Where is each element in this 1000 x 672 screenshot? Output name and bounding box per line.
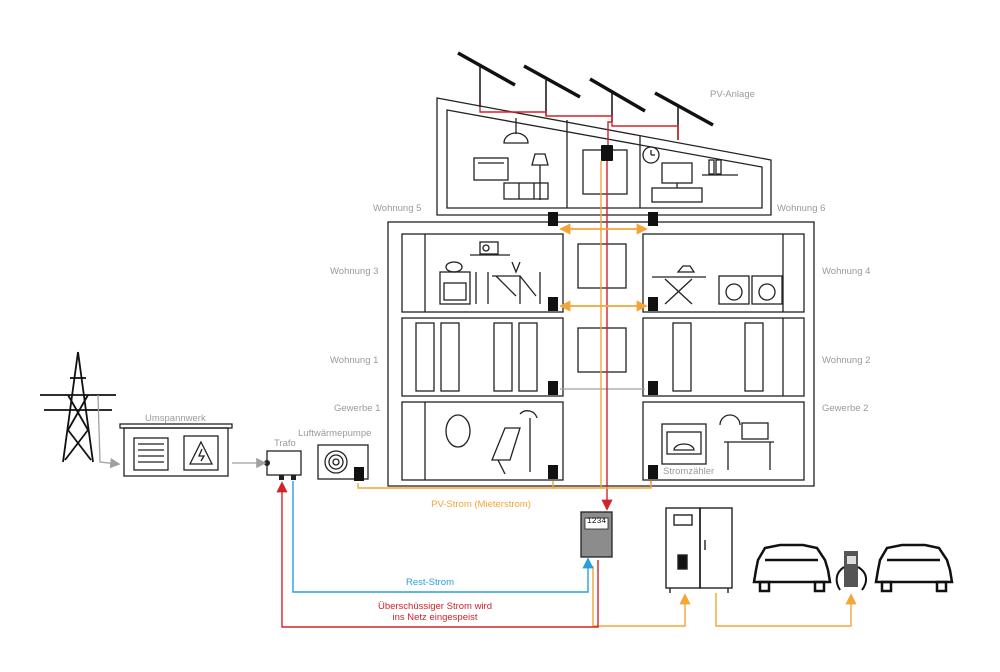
gewerbe-1-label: Gewerbe 1 (334, 403, 381, 414)
wohnung-4-label: Wohnung 4 (822, 266, 871, 277)
rest-strom-label: Rest-Strom (405, 577, 455, 588)
apartment-meters (548, 145, 658, 479)
wohnung-6-label: Wohnung 6 (777, 203, 826, 214)
ev-charger-icon (835, 551, 868, 591)
kitchen-furniture (439, 241, 541, 305)
car-icon (752, 543, 832, 593)
wohnung-3-label: Wohnung 3 (330, 266, 379, 277)
heat-pump-icon (317, 444, 369, 481)
pv-strom-line (357, 161, 857, 627)
pv-strom-label: PV-Strom (Mieterstrom) (431, 499, 531, 510)
car-icon (874, 543, 954, 593)
apartment-building (387, 97, 815, 487)
ueberschuss-label-line2: ins Netz eingespeist (392, 612, 478, 623)
trafo-label: Trafo (274, 438, 296, 449)
meter-display: 1234 (587, 517, 607, 526)
battery-storage-icon (665, 507, 733, 593)
bakery-furniture (661, 414, 774, 470)
rest-strom-line (292, 481, 594, 593)
stromzaehler-label: Stromzähler (663, 466, 715, 477)
solar-panel-icon (457, 51, 714, 140)
luftwaermepumpe-label: Luftwärmepumpe (298, 428, 372, 439)
power-pylon-icon (40, 351, 116, 463)
surplus-line (276, 481, 599, 628)
grid-power-line (97, 388, 645, 469)
office-chair-room (445, 410, 538, 475)
wohnung-2-label: Wohnung 2 (822, 355, 871, 366)
wohnung-5-label: Wohnung 5 (373, 203, 422, 214)
pv-red-wiring (479, 107, 679, 511)
pv-anlage-label: PV-Anlage (710, 89, 755, 100)
ueberschuss-label-line1: Überschüssiger Strom wird (377, 601, 493, 612)
windows (415, 322, 764, 392)
transformer-icon (264, 450, 302, 480)
office-furniture (642, 146, 738, 203)
wohnung-1-label: Wohnung 1 (330, 355, 379, 366)
substation-icon (119, 423, 233, 477)
laundry-furniture (652, 265, 783, 305)
electricity-meter-icon (580, 511, 613, 558)
living-room-furniture (473, 118, 549, 200)
umspannwerk-label: Umspannwerk (145, 413, 206, 424)
gewerbe-2-label: Gewerbe 2 (822, 403, 869, 414)
